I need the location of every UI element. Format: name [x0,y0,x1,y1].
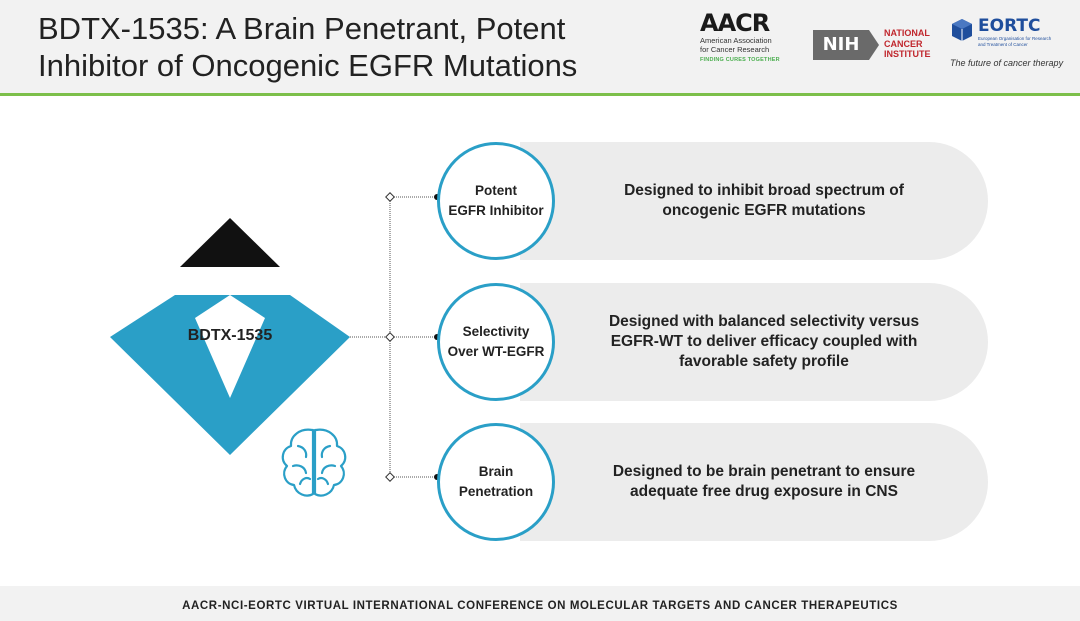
feature-card-selectivity: Designed with balanced selectivity versu… [520,283,988,401]
feature-circle-brain-penetration: Brain Penetration [437,423,555,541]
eortc-tagline: The future of cancer therapy [950,58,1064,68]
feature-card-potency: Designed to inhibit broad spectrum of on… [520,142,988,260]
central-label: BDTX-1535 [187,327,273,344]
desc-line: oncogenic EGFR mutations [662,202,866,219]
aacr-subtitle-2: for Cancer Research [700,45,770,54]
nci-line-2: CANCER [884,38,923,49]
header-bar [0,0,1080,94]
aacr-wordmark: AACR [700,9,770,37]
title-line-2: Inhibitor of Oncogenic EGFR Mutations [38,48,578,83]
desc-line: EGFR-WT to deliver efficacy coupled with [610,333,918,350]
nci-wordmark: NATIONAL CANCER INSTITUTE [884,28,931,60]
feature-description: Designed with balanced selectivity versu… [570,283,958,401]
title-line-1: BDTX-1535: A Brain Penetrant, Potent [38,11,566,46]
desc-line: Designed to be brain penetrant to ensure [612,463,916,480]
eortc-wordmark: EORTC [978,16,1041,36]
eortc-cube-icon [952,19,972,41]
nci-line-1: NATIONAL [884,28,930,38]
nih-logo: NIH NATIONAL CANCER INSTITUTE [813,26,933,62]
circle-label-line: Penetration [458,484,534,499]
aacr-logo: AACR American Association for Cancer Res… [700,10,795,80]
eortc-subtitle-1: European Organisation for Research [978,36,1052,41]
eortc-subtitle-2: and Treatment of Cancer [978,41,1028,47]
eortc-logo: EORTC European Organisation for Research… [950,14,1070,74]
circle-label-line: Brain [478,464,514,479]
nih-badge: NIH [813,30,879,60]
aacr-tagline: FINDING CURES TOGETHER [700,57,780,63]
desc-line: Designed to inhibit broad spectrum of [624,182,904,199]
triangle-shape [180,218,280,267]
circle-label-line: EGFR Inhibitor [448,203,544,218]
chevron-shape [110,295,350,455]
feature-circle-potency: Potent EGFR Inhibitor [437,142,555,260]
feature-description: Designed to be brain penetrant to ensure… [570,423,958,541]
page-title: BDTX-1535: A Brain Penetrant, Potent Inh… [38,10,658,84]
brain-icon [281,428,347,497]
aacr-subtitle-1: American Association [700,36,772,45]
footer-text: AACR-NCI-EORTC VIRTUAL INTERNATIONAL CON… [182,600,898,612]
desc-line: favorable safety profile [679,353,849,370]
desc-line: Designed with balanced selectivity versu… [608,313,920,330]
desc-line: adequate free drug exposure in CNS [630,483,898,500]
feature-description: Designed to inhibit broad spectrum of on… [570,142,958,260]
header-divider [0,93,1080,96]
footer-bar: AACR-NCI-EORTC VIRTUAL INTERNATIONAL CON… [0,586,1080,621]
feature-circle-selectivity: Selectivity Over WT-EGFR [437,283,555,401]
eortc-subtitle: European Organisation for Research and T… [978,36,1070,47]
circle-label-line: Potent [475,183,517,198]
circle-label-line: Selectivity [462,324,530,339]
feature-card-brain-penetration: Designed to be brain penetrant to ensure… [520,423,988,541]
nci-line-3: INSTITUTE [884,49,931,59]
circle-label-line: Over WT-EGFR [447,344,545,359]
